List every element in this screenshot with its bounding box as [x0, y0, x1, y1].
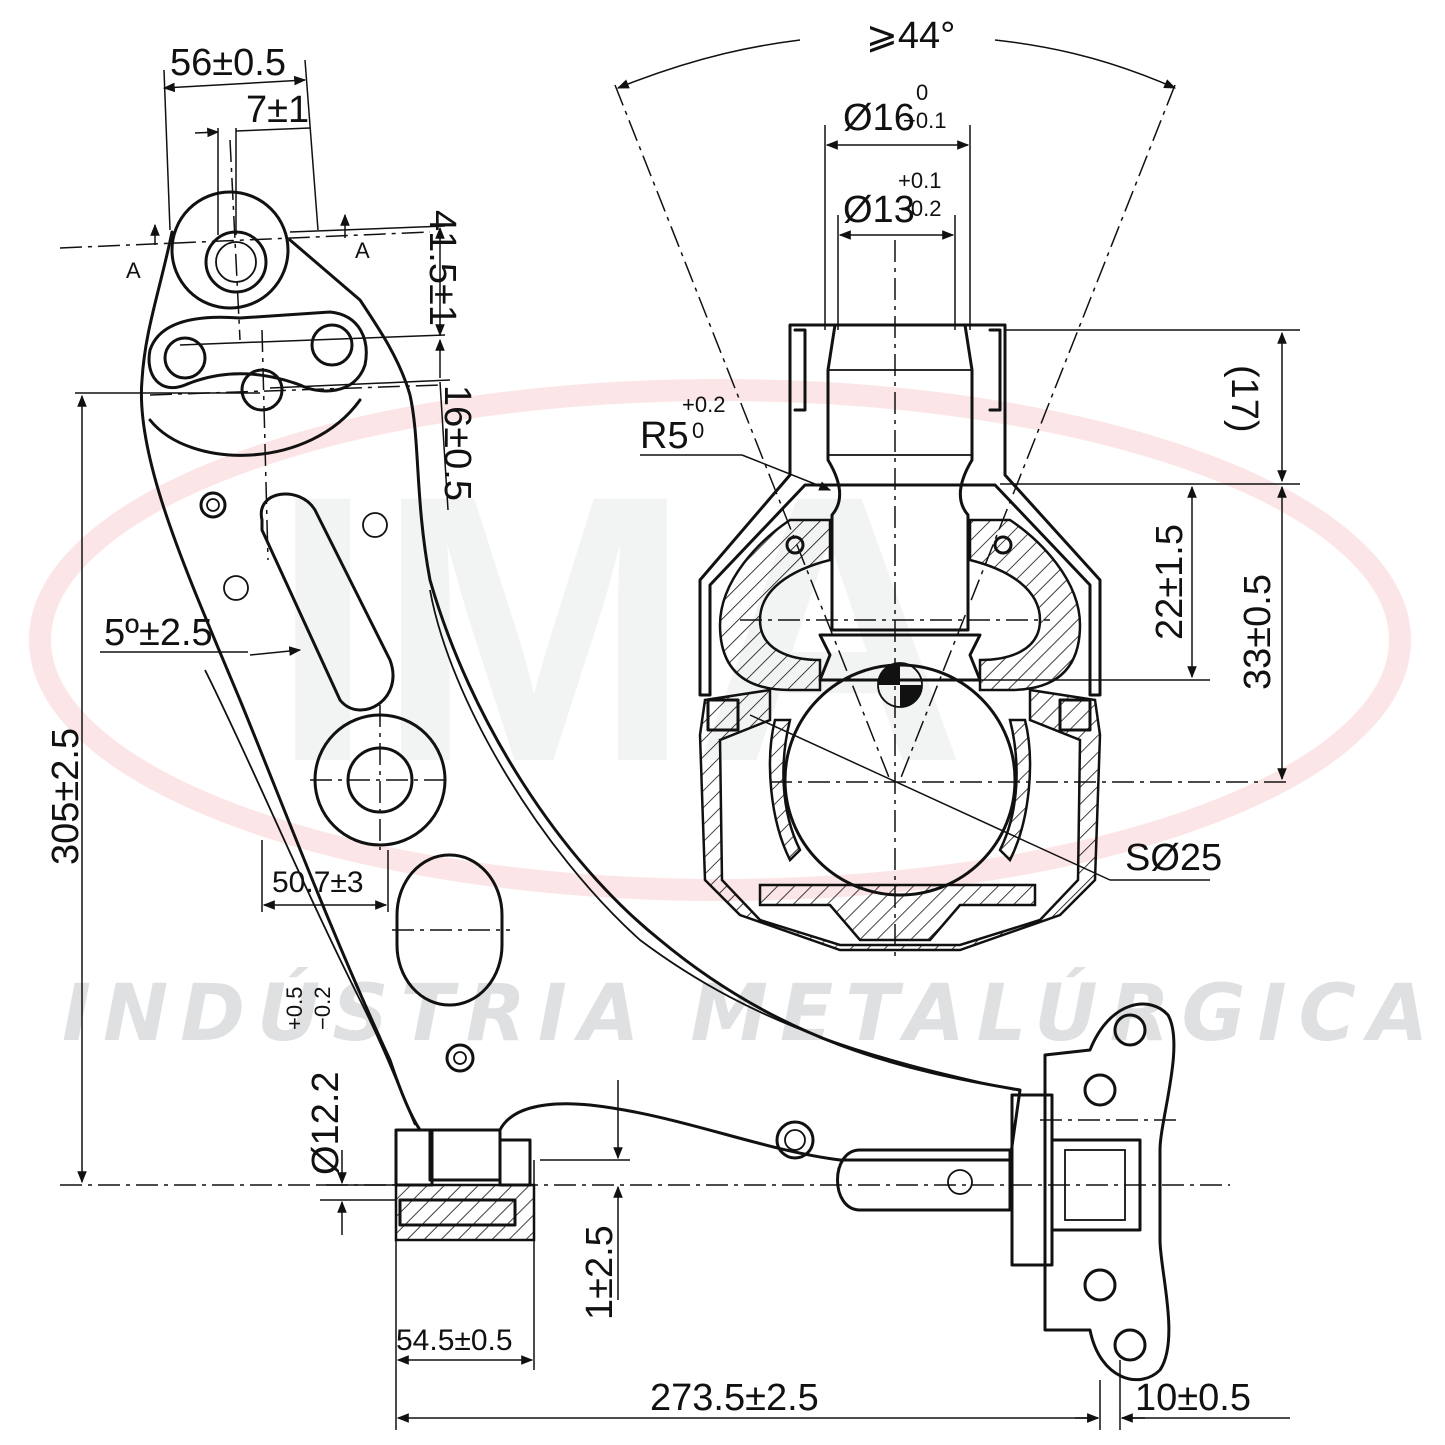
- large-hole: [313, 713, 447, 847]
- oval-hole: [395, 853, 504, 1007]
- dim-angle-44: ⩾44°: [866, 15, 955, 57]
- rubber-boot: [718, 518, 832, 692]
- dim-7: 7±1: [246, 89, 309, 131]
- front-bushing: [394, 1128, 536, 1242]
- dim-dia-13: Ø13: [843, 189, 915, 231]
- rear-bushing-bracket: [1010, 1002, 1176, 1381]
- dim-dia-13-lower: −0.2: [898, 196, 941, 221]
- dim-17: (17): [1223, 365, 1265, 433]
- section-label-left: A: [126, 258, 141, 283]
- ball-seat: [768, 718, 802, 863]
- watermark-company-name: INDÚSTRIA METALÚRGICA ALLI: [62, 967, 1445, 1059]
- hole-small-3: [362, 512, 388, 538]
- dim-angle-5: 5º±2.5: [104, 612, 213, 654]
- flange-hole-left: [163, 336, 207, 380]
- dim-r5: R5: [640, 415, 689, 457]
- dim-dia-13-upper: +0.1: [898, 168, 941, 193]
- arm-outline-outer: [139, 230, 1022, 1162]
- dim-56: 56±0.5: [170, 42, 286, 84]
- dim-12: Ø12.2: [305, 1071, 347, 1175]
- dim-54: 54.5±0.5: [396, 1324, 513, 1357]
- hole-small-5: [775, 1120, 815, 1160]
- dim-16: 16±0.5: [436, 385, 478, 501]
- dim-dia-16-lower: −0.1: [903, 108, 946, 133]
- mounting-flange: [147, 310, 368, 393]
- section-view-dimensions: ⩾44° Ø16 0 −0.1 Ø13 +0.1 −0.2 R5 +0.2 0 …: [616, 15, 1300, 881]
- dim-33: 33±0.5: [1237, 574, 1279, 690]
- ball-joint-section-view: [614, 84, 1290, 960]
- left-view-dimensions: 56±0.5 7±1 41.5±1 16±0.5 305±2.5 5º±2.5 …: [45, 42, 1290, 1430]
- dim-12-tol-lower: −0.2: [310, 987, 335, 1030]
- slot-upper: [259, 492, 395, 712]
- dim-r5-lower: 0: [692, 418, 704, 443]
- ball-joint-boss: [170, 190, 290, 310]
- arm-outline-lower-edge: [204, 669, 416, 1126]
- dim-r5-upper: +0.2: [682, 392, 725, 417]
- dim-305: 305±2.5: [45, 728, 87, 865]
- hole-small-6: [947, 1169, 973, 1195]
- flange-hole-right: [310, 323, 354, 367]
- hole-small-4: [445, 1043, 475, 1073]
- dim-10: 10±0.5: [1135, 1377, 1251, 1419]
- boot-collar: [698, 323, 1102, 697]
- dim-dia-16: Ø16: [843, 97, 915, 139]
- dim-22: 22±1.5: [1149, 524, 1191, 640]
- dim-41: 41.5±1: [421, 210, 463, 326]
- dim-1: 1±2.5: [579, 1225, 621, 1320]
- bottom-plate: [758, 883, 1037, 942]
- section-label-right: A: [355, 238, 370, 263]
- hole-small-1: [199, 491, 227, 519]
- control-arm-view: A A: [59, 139, 1230, 1381]
- dim-12-tol-upper: +0.5: [282, 987, 307, 1030]
- dim-sphere-25: SØ25: [1125, 837, 1222, 879]
- stud-shank: [826, 323, 974, 632]
- arm-outline-inner-rib: [429, 589, 1016, 1091]
- dim-50: 50.7±3: [272, 866, 364, 899]
- hole-small-2: [223, 575, 249, 601]
- slot-lower: [836, 1148, 1012, 1212]
- flange-hole-center: [240, 368, 284, 412]
- dim-dia-16-upper: 0: [916, 80, 928, 105]
- dim-273: 273.5±2.5: [650, 1377, 819, 1419]
